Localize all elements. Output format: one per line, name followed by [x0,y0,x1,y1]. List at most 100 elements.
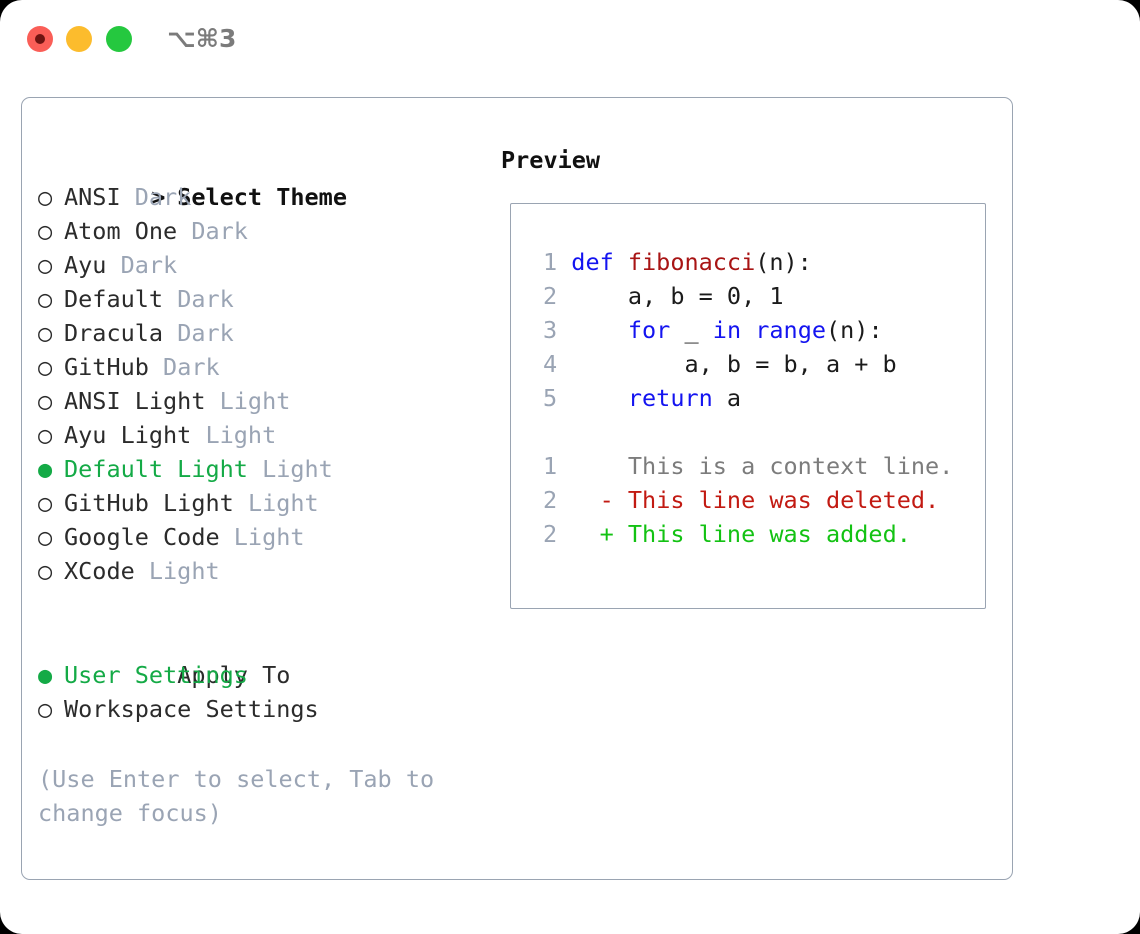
theme-option-variant: Dark [120,251,178,279]
theme-list-header-label: Select Theme [177,183,347,211]
theme-option-variant: Light [247,489,319,517]
theme-list: ○ ANSI Dark ○ Atom One Dark ○ Ayu Dark ○ Defaul… [38,180,478,588]
code-token [571,384,628,412]
radio-unselected-icon: ○ [38,489,53,517]
theme-option-variant: Light [219,387,291,415]
theme-option-ansi[interactable]: ○ ANSI Dark [38,180,478,214]
apply-to-header: ○Apply To [38,624,478,689]
minimize-window-button[interactable] [66,26,92,52]
theme-option-ayu[interactable]: ○ Ayu Dark [38,248,478,282]
theme-option-dracula[interactable]: ○ Dracula Dark [38,316,478,350]
code-line-number: 2 [543,520,572,548]
radio-selected-icon: ● [38,455,53,483]
theme-option-ansi-light[interactable]: ○ ANSI Light Light [38,384,478,418]
keyboard-hint-text: (Use Enter to select, Tab to change focu… [38,765,435,827]
theme-option-atom-one[interactable]: ○ Atom One Dark [38,214,478,248]
theme-option-variant: Light [148,557,220,585]
apply-to-list: ● User Settings ○ Workspace Settings [38,658,478,726]
title-bar: ⌥⌘3 [0,0,1140,78]
apply-to-header-label: Apply To [177,661,291,689]
recording-indicator-icon [35,34,45,44]
keyboard-shortcut-label: ⌥⌘3 [167,24,237,53]
radio-unselected-icon: ○ [38,353,53,381]
apply-to-option-workspace-settings[interactable]: ○ Workspace Settings [38,692,478,726]
code-token: in [712,316,742,344]
theme-option-label: Default [64,285,178,313]
theme-option-variant: Dark [134,183,192,211]
radio-unselected-icon: ○ [38,319,53,347]
diff-sign [571,452,613,480]
apply-to-option-label: User Settings [64,661,248,689]
theme-option-variant: Dark [177,319,234,347]
theme-option-variant: Light [262,455,333,483]
code-token: return [627,384,713,412]
apply-to-option-user-settings[interactable]: ● User Settings [38,658,478,692]
code-token: a [712,384,742,412]
radio-unselected-icon: ○ [38,217,53,245]
theme-option-label: Default Light [64,455,263,483]
code-line: 2 a, b = 0, 1 [543,279,953,313]
theme-option-default-light[interactable]: ● Default Light Light [38,452,478,486]
theme-option-ayu-light[interactable]: ○ Ayu Light Light [38,418,478,452]
theme-option-default[interactable]: ○ Default Dark [38,282,478,316]
code-line-number: 1 [543,452,572,480]
code-line-number: 2 [543,282,572,310]
code-line: 1 def fibonacci(n): [543,245,953,279]
code-token [741,316,755,344]
theme-option-label: ANSI [64,183,135,211]
radio-unselected-icon: ○ [38,183,53,211]
radio-unselected-icon: ○ [38,421,53,449]
code-token: (n): [826,316,883,344]
theme-option-github[interactable]: ○GitHub Dark [38,350,478,384]
theme-option-google-code[interactable]: ○Google Code Light [38,520,478,554]
apply-to-option-label: Workspace Settings [64,695,319,723]
theme-option-label: Ayu [64,251,121,279]
code-token: fibonacci [627,248,756,276]
radio-unselected-icon: ○ [38,251,53,279]
section-spacer [38,588,478,624]
code-token: _ [670,316,713,344]
diff-line: 2 - This line was deleted. [543,483,953,517]
code-blank-line [543,415,953,449]
header-prefix-icon: > [151,183,166,211]
radio-unselected-icon: ○ [38,285,53,313]
main-panel: >Select Theme ○ANSI Dark○Atom One Dark○A… [21,97,1013,880]
diff-sign: - [571,486,614,514]
theme-option-xcode[interactable]: ○ XCode Light [38,554,478,588]
code-token: (n): [755,248,812,276]
radio-unselected-icon: ○ [38,557,53,585]
diff-line: 1 This is a context line. [543,449,953,483]
theme-option-variant: Dark [163,353,220,381]
diff-text: This line was added. [613,520,911,548]
maximize-window-button[interactable] [106,26,132,52]
radio-selected-icon: ● [38,661,53,689]
theme-option-label: Atom One [64,217,192,245]
theme-option-variant: Light [205,421,277,449]
code-token: for [627,316,671,344]
theme-option-label: Dracula [64,319,178,347]
theme-option-label: Google Code [64,523,234,551]
theme-option-github-light[interactable]: ○GitHub Light Light [38,486,478,520]
code-line: 5 return a [543,381,953,415]
code-line-number: 2 [543,486,572,514]
theme-option-variant: Dark [177,285,234,313]
diff-text: This is a context line. [613,452,954,480]
radio-unselected-icon: ○ [38,695,53,723]
theme-option-label: Ayu Light [64,421,206,449]
radio-unselected-icon: ○ [38,387,53,415]
preview-title: Preview [501,146,601,174]
code-token: range [755,316,826,344]
code-line-number: 3 [543,316,572,344]
theme-option-label: XCode [64,557,149,585]
theme-option-label: ANSI Light [64,387,220,415]
code-line-number: 5 [543,384,572,412]
code-token: a, b = 0, 1 [571,282,784,310]
theme-selector-column: >Select Theme ○ANSI Dark○Atom One Dark○A… [38,146,478,726]
theme-option-variant: Dark [191,217,248,245]
code-token [571,316,628,344]
radio-unselected-icon: ○ [38,523,53,551]
code-token: a, b = b, a + b [571,350,897,378]
diff-text: This line was deleted. [613,486,940,514]
